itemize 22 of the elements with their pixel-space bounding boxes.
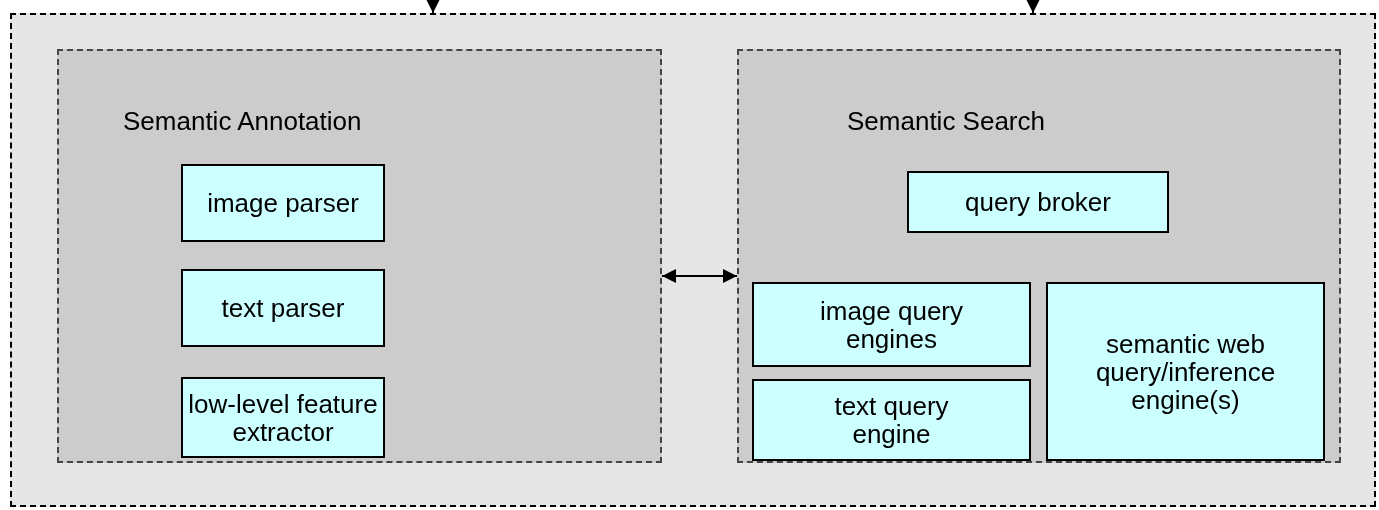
component-box: [181, 164, 385, 242]
group-heading: Semantic Search: [847, 107, 1045, 135]
arrow: [661, 269, 738, 283]
component-box: [907, 171, 1169, 233]
arrow: [426, 0, 440, 14]
component-label: low-level feature extractor: [187, 389, 379, 446]
component-label: semantic web query/inference engine(s): [1094, 329, 1277, 414]
group-heading: Semantic Annotation: [123, 107, 362, 135]
group-panel: [57, 49, 662, 463]
component-box: [752, 379, 1031, 461]
component-label: image query engines: [818, 296, 965, 353]
component-box: [181, 269, 385, 347]
component-label: query broker: [964, 188, 1112, 216]
component-box: [181, 377, 385, 458]
component-box: [1046, 282, 1325, 461]
outer-container: [10, 13, 1376, 507]
component-label: image parser: [206, 189, 360, 217]
component-label: text parser: [220, 294, 346, 322]
group-panel: [737, 49, 1341, 463]
component-box: [752, 282, 1031, 367]
component-label: text query engine: [833, 392, 950, 448]
arrow: [1026, 0, 1040, 14]
